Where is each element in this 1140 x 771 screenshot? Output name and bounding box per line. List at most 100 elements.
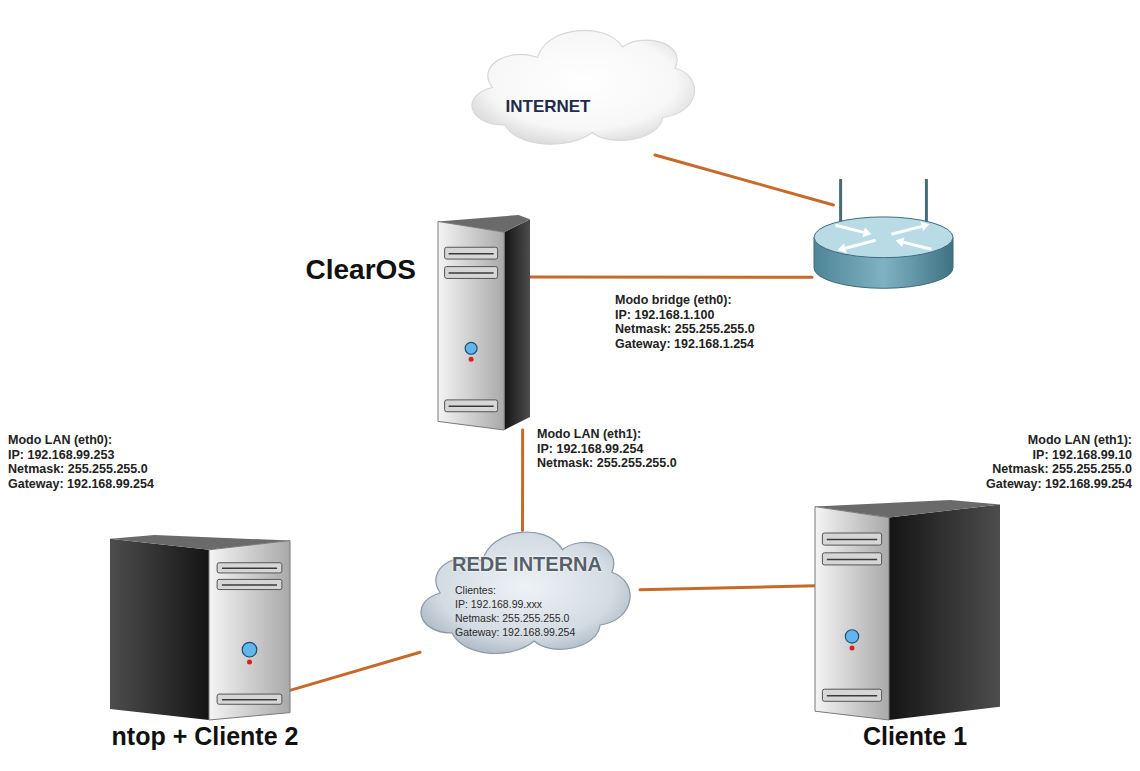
drive-bay (822, 533, 881, 545)
internet-cloud: INTERNET (455, 5, 705, 155)
power-button (465, 342, 477, 354)
router-arrow (903, 242, 931, 249)
internet-cloud-graphic (455, 5, 705, 155)
interface-note: Netmask: 255.255.255.0 (8, 462, 148, 476)
interface-note-holder: Netmask: 255.255.255.0 (992, 459, 1132, 477)
interface-note-holder: Modo bridge (eth0): (615, 290, 732, 308)
cloud-note: IP: 192.168.99.xxx (455, 598, 542, 610)
router-arrow (892, 226, 922, 234)
server-tower-graphic (438, 215, 530, 430)
interface-note: Gateway: 192.168.99.254 (986, 477, 1132, 491)
drive-slot (449, 272, 494, 274)
interface-note-holder: Modo LAN (eth1): (537, 424, 641, 442)
power-button (845, 630, 858, 643)
drive-slot (222, 584, 277, 586)
drive-slot (222, 568, 277, 570)
tower-side (889, 504, 1000, 720)
network-link (530, 275, 812, 278)
cloud-note: Netmask: 255.255.255.0 (455, 612, 569, 624)
cloud-note-holder: Netmask: 255.255.255.0 (455, 608, 569, 626)
server-name-holder: Cliente 1 (863, 722, 967, 751)
cloud-note: Clientes: (455, 584, 496, 596)
interface-note: Gateway: 192.168.1.254 (615, 337, 754, 351)
network-cloud-graphic (405, 505, 640, 665)
power-led (850, 646, 855, 651)
network-link (290, 652, 420, 690)
router-arrow (845, 240, 875, 248)
cloud-title: REDE INTERNA (452, 553, 602, 575)
router-arrow-head (838, 243, 847, 253)
tower-side (110, 539, 209, 720)
tower-front (815, 507, 889, 720)
server-name: ntop + Cliente 2 (112, 722, 299, 750)
interface-note: Modo LAN (eth0): (8, 433, 112, 447)
interface-note: IP: 192.168.99.254 (537, 442, 643, 456)
cloud-outline (421, 532, 630, 653)
interface-note-holder: Gateway: 192.168.99.254 (986, 474, 1132, 492)
drive-slot (827, 559, 877, 561)
interface-note: Modo LAN (eth1): (1028, 433, 1132, 447)
interface-note-holder: IP: 192.168.99.253 (8, 445, 114, 463)
tower-front (209, 541, 290, 720)
cloud-title-holder: REDE INTERNA (452, 553, 602, 576)
interface-note: IP: 192.168.99.10 (1033, 448, 1132, 462)
power-button (242, 642, 257, 657)
tower-side (504, 219, 530, 430)
drive-bay (445, 267, 498, 279)
router-top (814, 217, 953, 258)
server-tower: ntop + Cliente 2 (110, 535, 290, 720)
network-link (655, 155, 833, 205)
server-tower: ClearOS (438, 215, 530, 430)
interface-note: IP: 192.168.1.100 (615, 308, 714, 322)
interface-note: Netmask: 255.255.255.0 (992, 462, 1132, 476)
server-tower-graphic (815, 500, 1000, 720)
network-link (640, 586, 815, 590)
interface-note: IP: 192.168.99.253 (8, 448, 114, 462)
drive-bay (822, 553, 881, 565)
server-name-holder: ntop + Cliente 2 (112, 722, 299, 751)
interface-note: Netmask: 255.255.255.0 (615, 322, 755, 336)
server-name-holder: ClearOS (306, 254, 417, 286)
cloud-title: INTERNET (506, 97, 591, 116)
interface-note-holder: Modo LAN (eth1): (1028, 430, 1132, 448)
cloud-note: Gateway: 192.168.99.254 (455, 626, 575, 638)
interface-note-holder: IP: 192.168.99.254 (537, 439, 643, 457)
interface-note-holder: Netmask: 255.255.255.0 (8, 459, 148, 477)
drive-slot (222, 699, 277, 701)
router-arrow-head (863, 228, 872, 238)
drive-bay (217, 694, 282, 704)
drive-bay (445, 247, 498, 259)
router-icon (812, 205, 955, 290)
cloud-note-holder: Clientes: (455, 580, 496, 598)
tower-front (438, 221, 504, 430)
network-cloud: REDE INTERNA Clientes: IP: 192.168.99.xxxN… (405, 505, 640, 665)
drive-slot (827, 539, 877, 541)
drive-bay (822, 689, 881, 701)
cloud-note-holder: IP: 192.168.99.xxx (455, 594, 542, 612)
drive-bay (445, 400, 498, 412)
drive-bay (217, 563, 282, 573)
drive-slot (449, 253, 494, 255)
server-name: Cliente 1 (863, 722, 967, 750)
router-arrow (836, 225, 864, 232)
interface-note-holder: Modo LAN (eth0): (8, 430, 112, 448)
interface-note-holder: IP: 192.168.1.100 (615, 305, 714, 323)
power-led (469, 357, 474, 362)
interface-note-holder: Netmask: 255.255.255.0 (615, 319, 755, 337)
interface-note: Gateway: 192.168.99.254 (8, 477, 154, 491)
power-led (247, 659, 252, 664)
interface-note-holder: IP: 192.168.99.10 (1033, 445, 1132, 463)
drive-slot (449, 406, 494, 408)
cloud-title-holder: INTERNET (506, 97, 591, 117)
interface-note-holder: Gateway: 192.168.99.254 (8, 474, 154, 492)
interface-note-holder: Gateway: 192.168.1.254 (615, 334, 754, 352)
interface-note: Netmask: 255.255.255.0 (537, 456, 677, 470)
interface-note: Modo LAN (eth1): (537, 427, 641, 441)
server-tower: Cliente 1 (815, 500, 1000, 720)
interface-note-holder: Netmask: 255.255.255.0 (537, 453, 677, 471)
router-arrow-head (896, 237, 905, 247)
router-icon-graphic (812, 205, 955, 290)
drive-bay (217, 579, 282, 589)
